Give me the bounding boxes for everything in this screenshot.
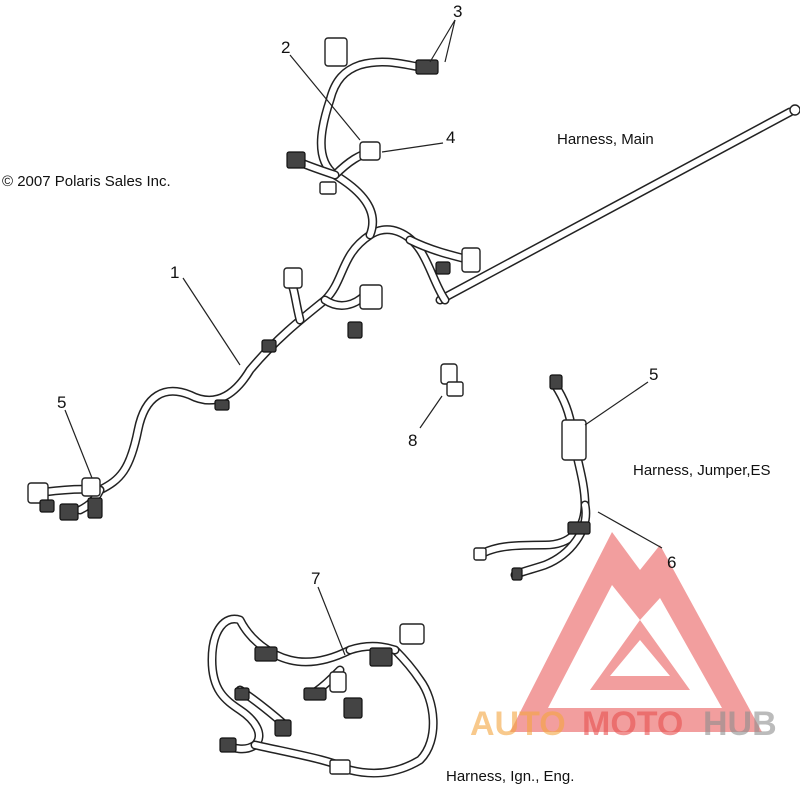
callout-2: 2 (281, 38, 290, 57)
jumper-harness-drawing (473, 374, 591, 581)
watermark-wordmark: AUTO MOTO HUB (470, 705, 777, 743)
caption-harness-ign: Harness, Ign., Eng. (446, 768, 574, 785)
caption-harness-jumper: Harness, Jumper,ES (633, 462, 771, 479)
leader-lines (64, 19, 663, 656)
callout-5-left: 5 (57, 393, 66, 412)
callout-4: 4 (446, 128, 455, 147)
ign-harness-drawing (207, 614, 438, 778)
watermark-logo (510, 532, 762, 732)
callout-3: 3 (453, 2, 462, 21)
watermark-brand-hub: HUB (703, 705, 777, 743)
copyright-notice: © 2007 Polaris Sales Inc. (2, 173, 171, 190)
callout-8: 8 (408, 431, 417, 450)
connector-item-8 (440, 363, 464, 397)
callout-5-right: 5 (649, 365, 658, 384)
callout-7: 7 (311, 569, 320, 588)
text-labels: © 2007 Polaris Sales Inc. 1 2 3 4 5 5 6 … (2, 2, 771, 785)
main-harness-drawing (27, 37, 800, 521)
watermark-brand-moto: MOTO (582, 705, 683, 743)
caption-harness-main: Harness, Main (557, 131, 654, 148)
watermark-brand-auto: AUTO (470, 705, 566, 743)
callout-6: 6 (667, 553, 676, 572)
callout-1: 1 (170, 263, 179, 282)
